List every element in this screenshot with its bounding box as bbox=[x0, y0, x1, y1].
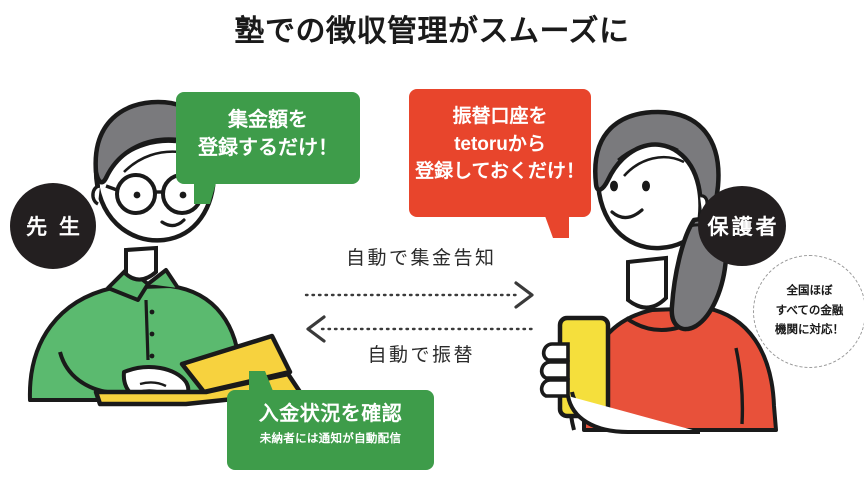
role-badge-teacher: 先 生 bbox=[10, 183, 96, 269]
speech-bubble-status: 入金状況を確認 未納者には通知が自動配信 bbox=[227, 371, 434, 470]
bubble-tail-icon bbox=[194, 183, 216, 204]
speech-bubble-teacher: 集金額を 登録するだけ！ bbox=[176, 92, 360, 204]
flow-label-top: 自動で集金告知 bbox=[345, 248, 497, 269]
flow-label-bottom: 自動で振替 bbox=[367, 345, 475, 366]
note-circle-line-3: 機関に対応！ bbox=[775, 324, 844, 337]
flow-arrows: 自動で集金告知 自動で振替 bbox=[300, 243, 540, 368]
page-title: 塾での徴収管理がスムーズに bbox=[234, 15, 630, 48]
bubble-teacher-line-1: 集金額を bbox=[228, 109, 308, 131]
bubble-tail-icon bbox=[545, 216, 569, 238]
flow-arrow-svg bbox=[304, 281, 536, 343]
bubble-teacher-line-2: 登録するだけ！ bbox=[198, 137, 338, 160]
note-circle-line-1: 全国ほぼ bbox=[786, 284, 833, 297]
note-circle-financial-coverage: 全国ほぼ すべての金融 機関に対応！ bbox=[753, 255, 864, 368]
bubble-status-sub: 未納者には通知が自動配信 bbox=[259, 433, 402, 445]
speech-bubble-parent: 振替口座を tetoruから 登録しておくだけ！ bbox=[409, 89, 591, 238]
arrow-left-head-icon bbox=[306, 315, 326, 343]
note-circle-line-2: すべての金融 bbox=[775, 304, 844, 317]
bubble-parent-line-1: 振替口座を bbox=[452, 106, 548, 127]
role-badge-parent: 保護者 bbox=[698, 186, 786, 266]
bubble-parent-line-3: 登録しておくだけ！ bbox=[415, 161, 585, 183]
bubble-status-main: 入金状況を確認 bbox=[258, 403, 403, 425]
arrow-right-head-icon bbox=[514, 281, 534, 309]
bubble-parent-line-2: tetoruから bbox=[454, 133, 546, 155]
bubble-tail-icon bbox=[249, 371, 273, 391]
